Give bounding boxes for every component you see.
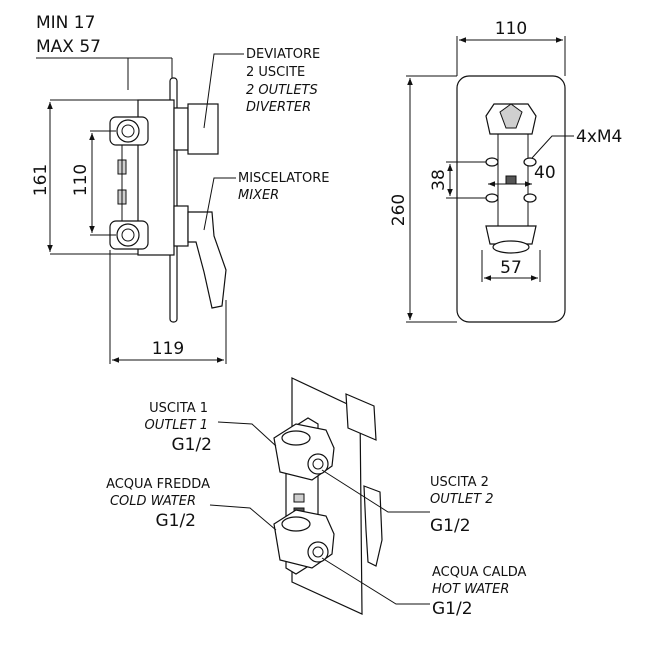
dim-110-label: 110 [71,164,91,196]
side-diverter-knob [187,103,219,155]
mixer-en: MIXER [238,188,279,203]
iso-upper-side-port-inner [312,458,324,470]
iso-diverter-box [345,393,377,441]
outlet1-en: OUTLET 1 [145,418,209,433]
iso-upper-side-port [307,453,329,475]
hot-leader [321,557,430,605]
outlet2-it: USCITA 2 [430,475,489,490]
front-screw-bl [485,193,499,203]
side-upper-port [116,119,140,143]
cold-en: COLD WATER [110,494,196,509]
dim-119-label: 119 [152,339,184,359]
iso-view: USCITA 1 OUTLET 1 G1/2 ACQUA FREDDA COLD… [106,377,527,619]
outlet1-leader [217,421,277,447]
outlet2-leader [321,469,430,513]
front-screw-tr [523,157,537,167]
outlet2-en: OUTLET 2 [430,492,494,507]
iso-upper-top-port [281,430,311,446]
depth-max-label: MAX 57 [36,37,101,57]
outlet1-thread: G1/2 [171,435,212,455]
diverter-it-1: DEVIATORE [246,47,320,62]
front-diverter-handle [499,103,523,129]
cold-thread: G1/2 [155,511,196,531]
side-view: MIN 17 MAX 57 161 [31,13,329,364]
dim-260-label: 260 [389,194,409,226]
outlet2-thread: G1/2 [430,516,471,536]
front-wall-plate [456,75,566,323]
side-diverter-sleeve [173,107,189,151]
cold-it: ACQUA FREDDA [106,477,210,492]
diverter-it-2: 2 USCITE [246,65,305,80]
iso-lower-top-port [281,516,311,532]
hot-thread: G1/2 [432,599,473,619]
screw-leader [531,135,574,159]
side-lower-port-inner [121,228,135,242]
depth-min-label: MIN 17 [36,13,95,33]
front-view: 110 260 38 40 57 4xM4 [389,19,622,323]
side-upper-port-inner [121,124,135,138]
iso-lower-side-port [307,541,329,563]
iso-mixer-lever [363,485,383,567]
cold-leader [209,504,277,531]
diverter-leader [203,53,244,129]
dim-161-label: 161 [31,164,51,196]
mixer-leader [203,177,236,231]
hot-it: ACQUA CALDA [432,565,527,580]
dim-40-label: 40 [534,163,556,183]
side-mixer-sleeve [173,205,189,247]
mixer-it: MISCELATORE [238,171,329,186]
iso-rib-1 [293,493,305,503]
dim-38-label: 38 [429,169,449,191]
front-screw-br [523,193,537,203]
side-lower-port [116,223,140,247]
dim-front-110-label: 110 [495,19,527,39]
iso-lower-side-port-inner [312,546,324,558]
outlet1-it: USCITA 1 [149,401,208,416]
dim-57-label: 57 [500,258,522,278]
hot-en: HOT WATER [432,582,509,597]
front-mixer-top [485,225,537,245]
front-screw-tl [485,157,499,167]
side-mixer-lever [187,211,227,309]
diverter-en-2: DIVERTER [246,100,311,115]
screw-spec-label: 4xM4 [576,127,622,147]
front-mixer-knob [492,240,530,254]
diverter-en-1: 2 OUTLETS [246,83,318,98]
front-centre-block [505,175,517,185]
